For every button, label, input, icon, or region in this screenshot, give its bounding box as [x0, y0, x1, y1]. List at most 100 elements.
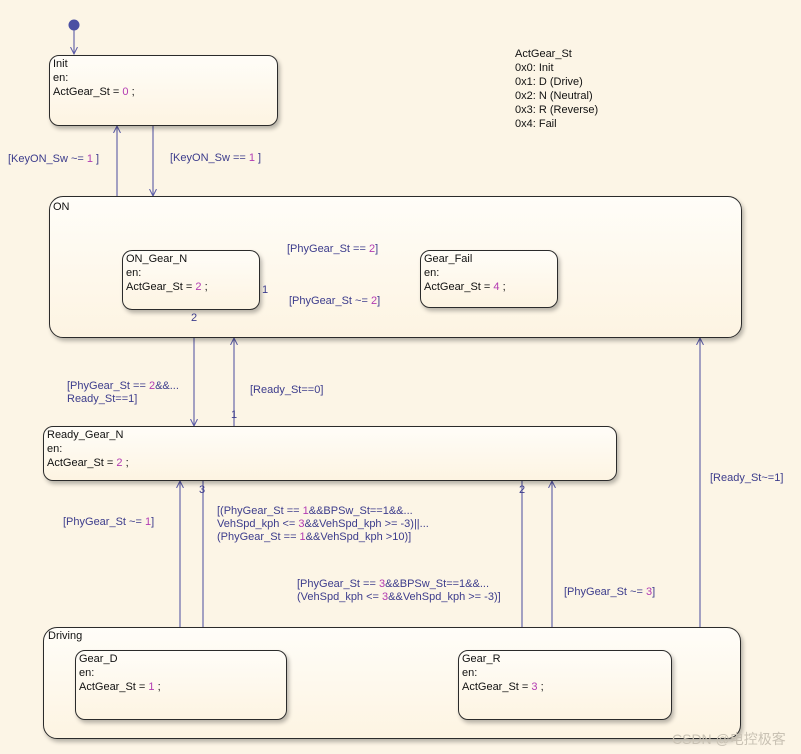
label-on-to-init[interactable]: [KeyON_Sw ~= 1 ] [8, 153, 99, 166]
state-gear-r-action: ActGear_St = 3 ; [462, 681, 544, 694]
label-d-to-ready[interactable]: [PhyGear_St ~= 1] [63, 516, 154, 529]
state-gear-r-name: Gear_R [462, 653, 501, 665]
priority-ready-to-r: 2 [519, 484, 526, 496]
label-driving-to-on[interactable]: [Ready_St~=1] [710, 472, 784, 484]
label-number: 1 [302, 505, 309, 517]
legend-item: 0x1: D (Drive) [515, 76, 583, 88]
action-var: ActGear_St = [462, 681, 529, 693]
action-var: ActGear_St = [79, 681, 146, 693]
label-n-to-fail[interactable]: [PhyGear_St ~= 2] [289, 295, 380, 308]
action-end: ; [204, 281, 208, 293]
state-init-name: Init [53, 58, 68, 70]
label-text: &&BPSw_St==1&&... [308, 505, 413, 517]
action-value: 1 [148, 681, 155, 693]
action-value: 0 [122, 86, 129, 98]
label-number: 1 [248, 152, 255, 164]
state-ready-gear-n-action: ActGear_St = 2 ; [47, 457, 129, 470]
action-var: ActGear_St = [47, 457, 114, 469]
legend-item: 0x0: Init [515, 62, 554, 74]
label-number: 3 [645, 586, 653, 598]
priority-ready-to-d: 3 [199, 484, 206, 496]
state-gear-d[interactable]: Gear_D en: ActGear_St = 1 ; [75, 650, 287, 720]
state-gear-fail-action: ActGear_St = 4 ; [424, 281, 506, 294]
action-end: ; [131, 86, 135, 98]
priority-ready-to-on: 1 [231, 409, 238, 421]
label-on-to-ready[interactable]: [PhyGear_St == 2&&... Ready_St==1] [67, 380, 179, 406]
label-text: ] [255, 152, 262, 164]
state-init[interactable]: Init en: ActGear_St = 0 ; [49, 55, 278, 126]
action-var: ActGear_St = [53, 86, 120, 98]
state-ready-gear-n-entry: en: [47, 443, 63, 455]
state-gear-r[interactable]: Gear_R en: ActGear_St = 3 ; [458, 650, 672, 720]
state-on-gear-n-action: ActGear_St = 2 ; [126, 281, 208, 294]
state-init-entry: en: [53, 72, 69, 84]
label-text: [PhyGear_St ~= [63, 516, 145, 528]
label-text: &&BPSw_St==1&&... [385, 578, 490, 590]
label-text: [PhyGear_St ~= [289, 295, 371, 307]
label-text: ] [652, 586, 656, 598]
state-gear-fail[interactable]: Gear_Fail en: ActGear_St = 4 ; [420, 250, 558, 308]
label-ready-to-r[interactable]: [PhyGear_St == 3&&BPSw_St==1&&...(VehSpd… [297, 578, 501, 604]
state-gear-d-action: ActGear_St = 1 ; [79, 681, 161, 694]
label-text: ] [377, 295, 381, 307]
state-on-gear-n[interactable]: ON_Gear_N en: ActGear_St = 2 ; [122, 250, 260, 310]
label-text: [(PhyGear_St == [217, 505, 303, 517]
label-number: 3 [382, 591, 389, 603]
action-var: ActGear_St = [424, 281, 491, 293]
action-value: 3 [531, 681, 538, 693]
label-text: &&VehSpd_kph >= -3)||... [304, 518, 429, 530]
label-text: &&VehSpd_kph >10)] [305, 531, 412, 543]
label-init-to-on[interactable]: [KeyON_Sw == 1 ] [170, 152, 261, 165]
state-on-gear-n-name: ON_Gear_N [126, 253, 188, 265]
legend-item: 0x2: N (Neutral) [515, 90, 593, 102]
label-number: 1 [86, 153, 93, 165]
label-text: [PhyGear_St == [67, 380, 149, 392]
action-end: ; [540, 681, 544, 693]
label-text: [PhyGear_St == [297, 578, 379, 590]
action-end: ; [502, 281, 506, 293]
label-number: 1 [144, 516, 152, 528]
priority-on-to-ready: 2 [191, 312, 198, 324]
label-text: Ready_St==1] [67, 393, 138, 405]
label-text: (PhyGear_St == [217, 531, 300, 543]
default-transition-dot-top [68, 19, 80, 31]
label-fail-to-n[interactable]: [PhyGear_St == 2] [287, 243, 378, 256]
label-text: &&... [155, 380, 179, 392]
label-text: ] [151, 516, 155, 528]
action-var: ActGear_St = [126, 281, 193, 293]
state-ready-gear-n-name: Ready_Gear_N [47, 429, 124, 441]
label-number: 1 [299, 531, 306, 543]
label-number: 2 [370, 295, 378, 307]
state-ready-gear-n[interactable]: Ready_Gear_N en: ActGear_St = 2 ; [43, 426, 617, 481]
label-text: (VehSpd_kph <= [297, 591, 383, 603]
state-gear-d-name: Gear_D [79, 653, 118, 665]
label-number: 2 [368, 243, 376, 255]
action-end: ; [157, 681, 161, 693]
legend-title: ActGear_St [515, 48, 572, 60]
action-value: 2 [116, 457, 123, 469]
label-text: [PhyGear_St ~= [564, 586, 646, 598]
legend-item: 0x3: R (Reverse) [515, 104, 599, 116]
label-text: [KeyON_Sw == [170, 152, 249, 164]
label-text: &&VehSpd_kph >= -3)] [388, 591, 501, 603]
label-number: 3 [378, 578, 386, 590]
state-gear-r-entry: en: [462, 667, 478, 679]
state-gear-fail-name: Gear_Fail [424, 253, 473, 265]
label-text: [PhyGear_St == [287, 243, 369, 255]
action-end: ; [125, 457, 129, 469]
label-text: VehSpd_kph <= [217, 518, 299, 530]
state-driving-name: Driving [48, 630, 83, 642]
label-text: ] [93, 153, 100, 165]
label-ready-to-on[interactable]: [Ready_St==0] [250, 384, 324, 396]
priority-n-to-fail: 1 [262, 284, 269, 296]
legend-item: 0x4: Fail [515, 118, 557, 130]
action-value: 4 [493, 281, 500, 293]
state-gear-d-entry: en: [79, 667, 95, 679]
state-init-action: ActGear_St = 0 ; [53, 86, 135, 99]
state-on-name: ON [53, 201, 70, 213]
label-number: 2 [148, 380, 156, 392]
state-gear-fail-entry: en: [424, 267, 440, 279]
label-r-to-ready[interactable]: [PhyGear_St ~= 3] [564, 586, 655, 599]
label-ready-to-d[interactable]: [(PhyGear_St == 1&&BPSw_St==1&&...VehSpd… [217, 505, 429, 544]
state-on-gear-n-entry: en: [126, 267, 142, 279]
